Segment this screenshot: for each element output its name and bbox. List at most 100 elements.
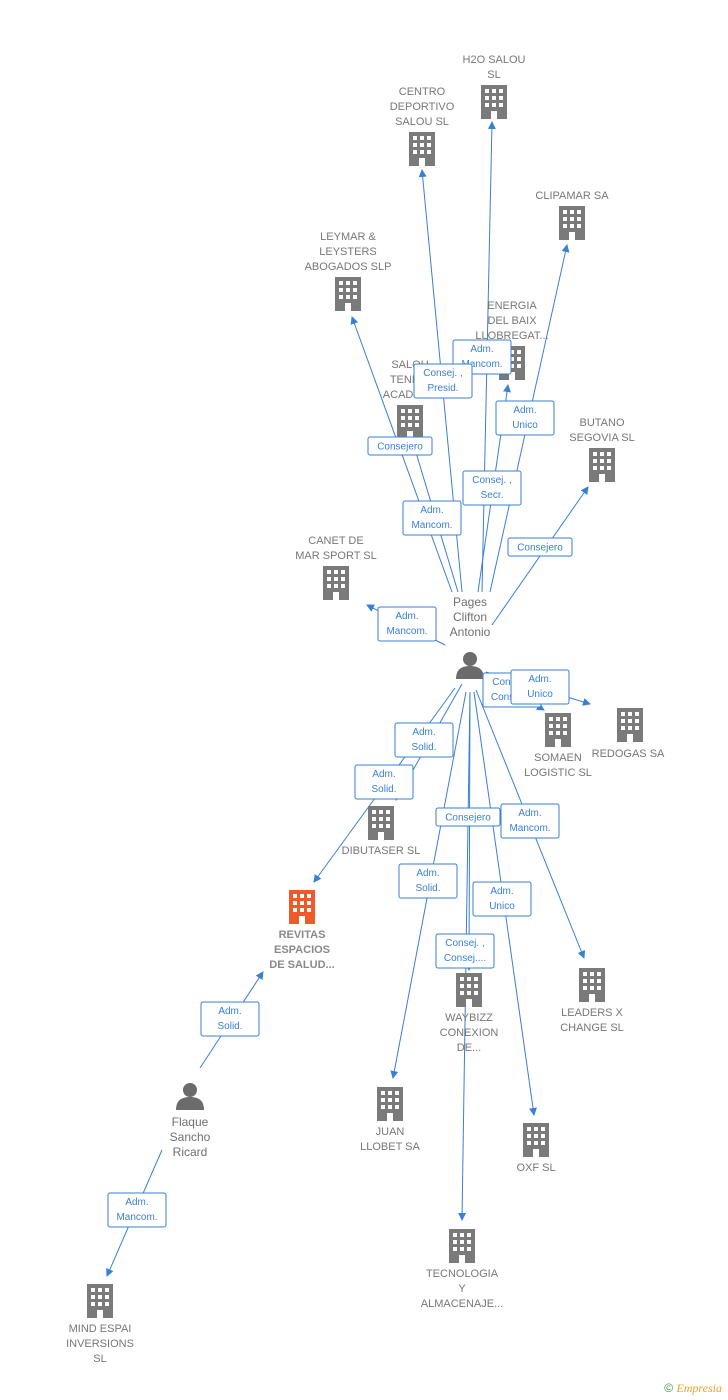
node-canet[interactable]: CANET DE MAR SPORT SL xyxy=(295,535,377,600)
building-icon xyxy=(335,277,361,311)
node-label-centro: CENTRO xyxy=(399,86,446,98)
node-label-pages: Pages xyxy=(453,595,487,609)
edge-label-text: Adm. xyxy=(412,727,435,738)
node-label-revitas: ESPACIOS xyxy=(274,944,330,956)
edge-label-text: Adm. xyxy=(125,1197,148,1208)
edge-label-pages-canet[interactable]: Adm. Mancom. xyxy=(377,606,437,642)
edge-label-pages-leymar[interactable]: Consejero xyxy=(367,436,433,456)
edge-label-text: Consejero xyxy=(517,543,563,554)
edge-label-text: Consej. , xyxy=(472,475,511,486)
building-icon xyxy=(87,1284,113,1318)
copyright-symbol: © xyxy=(664,1381,674,1395)
node-label-somaen: LOGISTIC SL xyxy=(524,767,592,779)
edge-label-text: Consej. , xyxy=(445,938,484,949)
node-label-flaque: Flaque xyxy=(172,1115,209,1129)
edge-label-flaque-mind[interactable]: Adm.Mancom. xyxy=(107,1192,167,1228)
edge-label-text: Adm. xyxy=(513,405,536,416)
edge-label-pages-oxf[interactable]: Adm. Unico xyxy=(472,881,532,917)
footer-brand: © Empresia xyxy=(664,1381,722,1396)
node-label-clipamar: CLIPAMAR SA xyxy=(535,190,609,202)
node-label-h2o: H2O SALOU xyxy=(463,54,526,66)
edge-label-pages-waybizz[interactable]: Consejero xyxy=(435,807,501,827)
node-label-waybizz: WAYBIZZ xyxy=(445,1012,493,1024)
node-label-tecnologia: TECNOLOGIA xyxy=(426,1268,499,1280)
node-label-dibutaser: DIBUTASER SL xyxy=(342,845,421,857)
node-energia[interactable]: ENERGIA DEL BAIX LLOBREGAT... xyxy=(475,300,549,380)
building-icon xyxy=(397,405,423,439)
node-label-pages: Clifton xyxy=(453,610,487,624)
node-somaen[interactable]: SOMAEN LOGISTIC SL xyxy=(524,713,592,779)
edge-label-pages-tecnologia[interactable]: Consej. , Consej.... xyxy=(435,933,495,969)
node-label-leaders: LEADERS X xyxy=(561,1007,623,1019)
node-label-revitas: REVITAS xyxy=(279,929,326,941)
node-label-butano: BUTANO xyxy=(579,417,624,429)
node-dibutaser[interactable]: DIBUTASER SL xyxy=(342,806,421,857)
edge-label-pages-leaders[interactable]: Adm.Mancom. xyxy=(500,803,560,839)
node-label-leymar: LEYMAR & xyxy=(320,231,376,243)
node-label-somaen: SOMAEN xyxy=(534,752,582,764)
building-icon xyxy=(523,1123,549,1157)
edge-label-pages-energia[interactable]: Consej. ,Secr. xyxy=(462,470,522,506)
edge-label-pages-butano[interactable]: Consejero xyxy=(507,537,573,557)
edge-label-text: Solid. xyxy=(371,784,396,795)
edge-label-pages-revitas[interactable]: Adm. Solid. xyxy=(354,764,414,800)
node-label-juan: LLOBET SA xyxy=(360,1141,420,1153)
edge-label-text: Consej.... xyxy=(444,953,486,964)
building-icon xyxy=(289,890,315,924)
edge-label-text: Adm. xyxy=(416,868,439,879)
node-label-mind: INVERSIONS xyxy=(66,1338,134,1350)
edge-label-text: Solid. xyxy=(415,883,440,894)
edge-label-text: Adm. xyxy=(395,611,418,622)
building-icon xyxy=(545,713,571,747)
edge-label-pages-centro[interactable]: Consej. , Presid. xyxy=(413,363,473,399)
edge-label-text: Consej. , xyxy=(423,368,462,379)
building-icon xyxy=(323,566,349,600)
edge-label-text: Mancom. xyxy=(386,626,427,637)
node-label-canet: MAR SPORT SL xyxy=(295,550,377,562)
edge-label-text: Adm. xyxy=(218,1006,241,1017)
node-oxf[interactable]: OXF SL xyxy=(516,1123,556,1174)
node-clipamar[interactable]: CLIPAMAR SA xyxy=(535,190,609,240)
node-label-tecnologia: ALMACENAJE... xyxy=(421,1298,504,1310)
edge-label-text: Adm. xyxy=(490,886,513,897)
edge-label-text: Adm. xyxy=(528,674,551,685)
edge-label-pages-juan[interactable]: Adm. Solid. xyxy=(398,863,458,899)
edge-label-text: Mancom. xyxy=(461,359,502,370)
node-redogas[interactable]: REDOGAS SA xyxy=(592,708,665,760)
node-label-butano: SEGOVIA SL xyxy=(569,432,634,444)
node-label-energia: DEL BAIX xyxy=(487,315,537,327)
edge-label-text: Consejero xyxy=(377,442,423,453)
edge-label-pages-salou[interactable]: Adm.Mancom. xyxy=(402,500,462,536)
edge-pages-waybizz xyxy=(465,691,474,971)
node-tecnologia[interactable]: TECNOLOGIAYALMACENAJE... xyxy=(421,1229,504,1310)
edge-label-text: Consejero xyxy=(445,813,491,824)
edge-label-text: Adm. xyxy=(372,769,395,780)
node-waybizz[interactable]: WAYBIZZCONEXIONDE... xyxy=(440,973,499,1054)
node-label-redogas: REDOGAS SA xyxy=(592,748,665,760)
person-icon xyxy=(456,652,484,679)
edge-label-text: Adm. xyxy=(420,505,443,516)
edge-label-text: Unico xyxy=(527,689,553,700)
edge-label-pages-clipamar[interactable]: Adm.Unico xyxy=(495,400,555,436)
node-label-energia: ENERGIA xyxy=(487,300,537,312)
building-icon xyxy=(589,448,615,482)
node-label-flaque: Ricard xyxy=(173,1145,208,1159)
edge-label-text: Unico xyxy=(489,901,515,912)
node-label-canet: CANET DE xyxy=(308,535,363,547)
node-label-energia: LLOBREGAT... xyxy=(475,330,548,342)
node-butano[interactable]: BUTANO SEGOVIA SL xyxy=(569,417,635,482)
edge-label-text: Presid. xyxy=(427,383,458,394)
edge-label-pages-redogas[interactable]: Adm. Unico xyxy=(510,669,570,705)
brand-logo[interactable]: Empresia xyxy=(676,1381,722,1395)
edge-label-flaque-revitas[interactable]: Adm.Solid. xyxy=(200,1001,260,1037)
edge-label-pages-dibutaser[interactable]: Adm.Solid. xyxy=(394,722,454,758)
